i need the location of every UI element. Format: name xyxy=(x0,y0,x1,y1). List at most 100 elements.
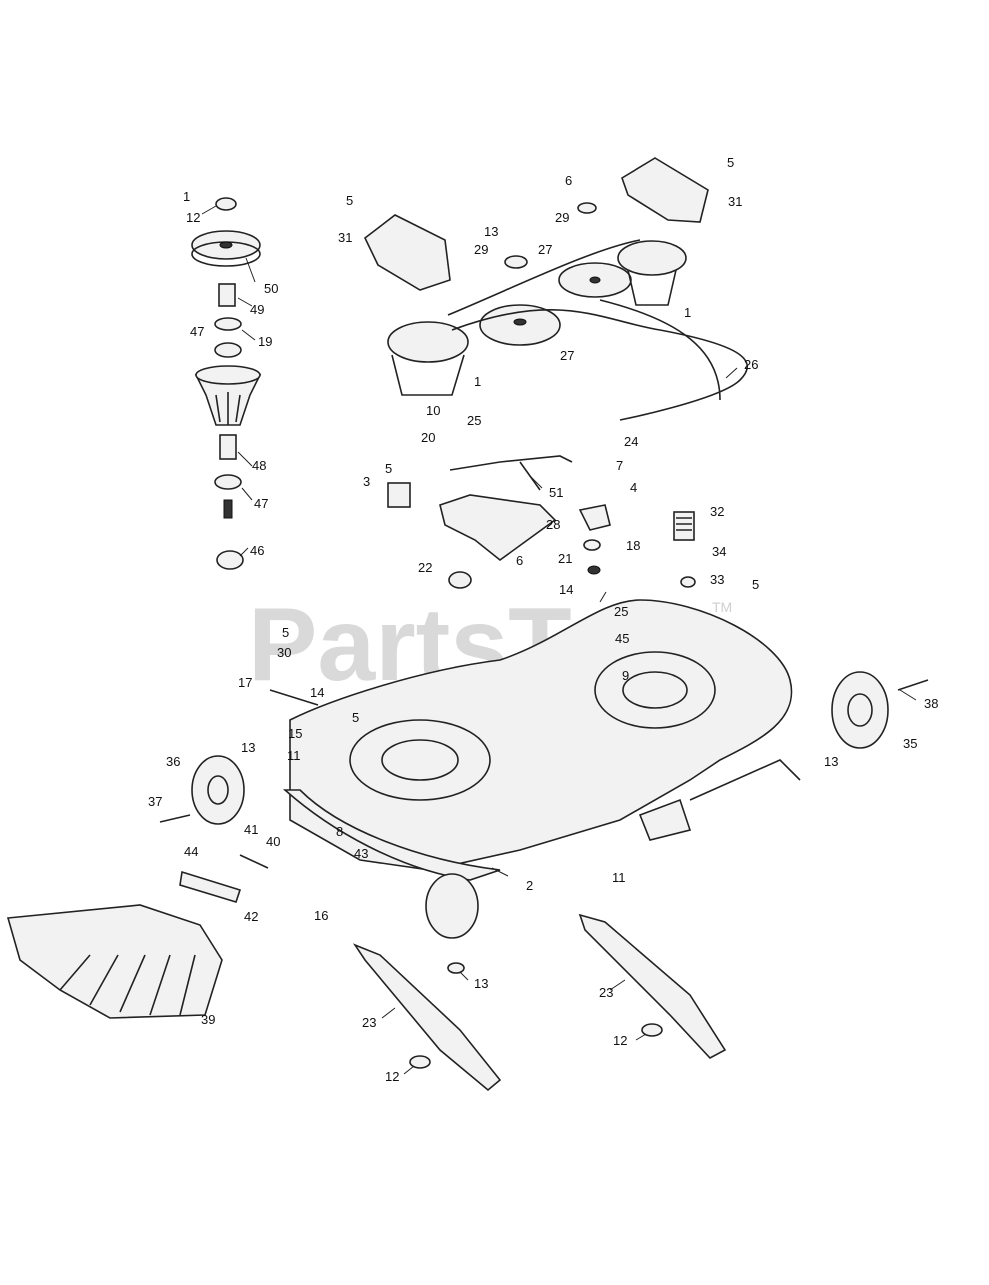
callout-27-lower[interactable]: 27 xyxy=(560,348,574,363)
callout-27[interactable]: 27 xyxy=(538,242,552,257)
callout-48[interactable]: 48 xyxy=(252,458,266,473)
bushing-22[interactable] xyxy=(448,571,472,589)
callout-9[interactable]: 9 xyxy=(622,668,629,683)
callout-45[interactable]: 45 xyxy=(615,631,629,646)
callout-25[interactable]: 25 xyxy=(467,413,481,428)
callout-19[interactable]: 19 xyxy=(258,334,272,349)
callout-13-left[interactable]: 13 xyxy=(241,740,255,755)
callout-33[interactable]: 33 xyxy=(710,572,724,587)
bearing-47-top[interactable] xyxy=(214,342,242,358)
callout-11-lower[interactable]: 11 xyxy=(612,870,626,885)
callout-12[interactable]: 12 xyxy=(186,210,200,225)
callout-39[interactable]: 39 xyxy=(201,1012,215,1027)
washer-29-left[interactable] xyxy=(504,255,528,269)
axle-bolt-37[interactable] xyxy=(159,814,191,823)
callout-13-right[interactable]: 13 xyxy=(824,754,838,769)
callout-1-right[interactable]: 1 xyxy=(684,305,691,320)
callout-14-lower[interactable]: 14 xyxy=(310,685,324,700)
callout-29[interactable]: 29 xyxy=(474,242,488,257)
callout-6[interactable]: 6 xyxy=(565,173,572,188)
callout-26[interactable]: 26 xyxy=(744,357,758,372)
bracket-3[interactable] xyxy=(387,482,411,508)
callout-10[interactable]: 10 xyxy=(426,403,440,418)
callout-43[interactable]: 43 xyxy=(354,846,368,861)
chute-bracket-42[interactable] xyxy=(179,870,242,903)
washer-29-top[interactable] xyxy=(577,202,597,214)
callout-14[interactable]: 14 xyxy=(559,582,573,597)
callout-22[interactable]: 22 xyxy=(418,560,432,575)
callout-11[interactable]: 11 xyxy=(287,748,301,763)
spacer-48[interactable] xyxy=(219,434,237,460)
idler-arm-28[interactable] xyxy=(439,494,557,562)
callout-20[interactable]: 20 xyxy=(421,430,435,445)
callout-24[interactable]: 24 xyxy=(624,434,638,449)
bearing-19[interactable] xyxy=(214,317,242,331)
nut-18[interactable] xyxy=(587,565,601,575)
callout-31-right[interactable]: 31 xyxy=(728,194,742,209)
callout-29-top[interactable]: 29 xyxy=(555,210,569,225)
callout-41[interactable]: 41 xyxy=(244,822,258,837)
callout-35[interactable]: 35 xyxy=(903,736,917,751)
callout-5-idler[interactable]: 5 xyxy=(385,461,392,476)
nut-12-blade-left[interactable] xyxy=(409,1055,431,1069)
callout-23-left[interactable]: 23 xyxy=(362,1015,376,1030)
callout-47-lower[interactable]: 47 xyxy=(254,496,268,511)
callout-12-left[interactable]: 12 xyxy=(385,1069,399,1084)
callout-25-deck[interactable]: 25 xyxy=(614,604,628,619)
bracket-4[interactable] xyxy=(578,504,611,531)
callout-5-deck-left[interactable]: 5 xyxy=(282,625,289,640)
callout-13[interactable]: 13 xyxy=(484,224,498,239)
callout-50[interactable]: 50 xyxy=(264,281,278,296)
callout-3[interactable]: 3 xyxy=(363,474,370,489)
belt-guard-bracket-right[interactable] xyxy=(621,157,709,223)
washer-21[interactable] xyxy=(583,539,601,551)
axle-bolt-38[interactable] xyxy=(897,679,929,691)
callout-5-deck-right[interactable]: 5 xyxy=(752,577,759,592)
callout-6-arm[interactable]: 6 xyxy=(516,553,523,568)
callout-44[interactable]: 44 xyxy=(184,844,198,859)
callout-7[interactable]: 7 xyxy=(616,458,623,473)
callout-21[interactable]: 21 xyxy=(558,551,572,566)
gauge-wheel-36[interactable] xyxy=(191,755,245,825)
callout-42[interactable]: 42 xyxy=(244,909,258,924)
callout-38[interactable]: 38 xyxy=(924,696,938,711)
callout-18[interactable]: 18 xyxy=(626,538,640,553)
callout-28[interactable]: 28 xyxy=(546,517,560,532)
nut-12-blade-right[interactable] xyxy=(641,1023,663,1037)
callout-23-right[interactable]: 23 xyxy=(599,985,613,1000)
spring-17[interactable] xyxy=(269,689,319,706)
callout-37[interactable]: 37 xyxy=(148,794,162,809)
belt-guard-bracket-left[interactable] xyxy=(363,214,451,291)
drive-belt-26[interactable] xyxy=(447,239,641,316)
spindle-shaft[interactable] xyxy=(223,499,233,519)
gauge-wheel-35[interactable] xyxy=(831,671,889,749)
callout-5-right[interactable]: 5 xyxy=(727,155,734,170)
callout-51[interactable]: 51 xyxy=(549,485,563,500)
spring-32[interactable] xyxy=(673,511,695,541)
gauge-wheel-front[interactable] xyxy=(425,873,479,939)
callout-8[interactable]: 8 xyxy=(336,824,343,839)
callout-2[interactable]: 2 xyxy=(526,878,533,893)
blade-23-left[interactable] xyxy=(352,943,502,1092)
callout-47[interactable]: 47 xyxy=(190,324,204,339)
callout-13-blade[interactable]: 13 xyxy=(474,976,488,991)
callout-31[interactable]: 31 xyxy=(338,230,352,245)
nut-13-blade[interactable] xyxy=(447,962,465,974)
callout-40[interactable]: 40 xyxy=(266,834,280,849)
callout-5[interactable]: 5 xyxy=(346,193,353,208)
bearing-47-bottom[interactable] xyxy=(214,474,242,490)
callout-1-left[interactable]: 1 xyxy=(474,374,481,389)
callout-17[interactable]: 17 xyxy=(238,675,252,690)
deck-housing-2[interactable] xyxy=(289,599,793,871)
nut-12-top[interactable] xyxy=(215,197,237,211)
bushing-33[interactable] xyxy=(680,576,696,588)
callout-49[interactable]: 49 xyxy=(250,302,264,317)
callout-5-deck-center[interactable]: 5 xyxy=(352,710,359,725)
callout-12-right[interactable]: 12 xyxy=(613,1033,627,1048)
callout-36[interactable]: 36 xyxy=(166,754,180,769)
spring-40[interactable] xyxy=(239,854,269,869)
spindle-pulley-left[interactable] xyxy=(387,321,469,363)
callout-32[interactable]: 32 xyxy=(710,504,724,519)
callout-1[interactable]: 1 xyxy=(183,189,190,204)
callout-16[interactable]: 16 xyxy=(314,908,328,923)
